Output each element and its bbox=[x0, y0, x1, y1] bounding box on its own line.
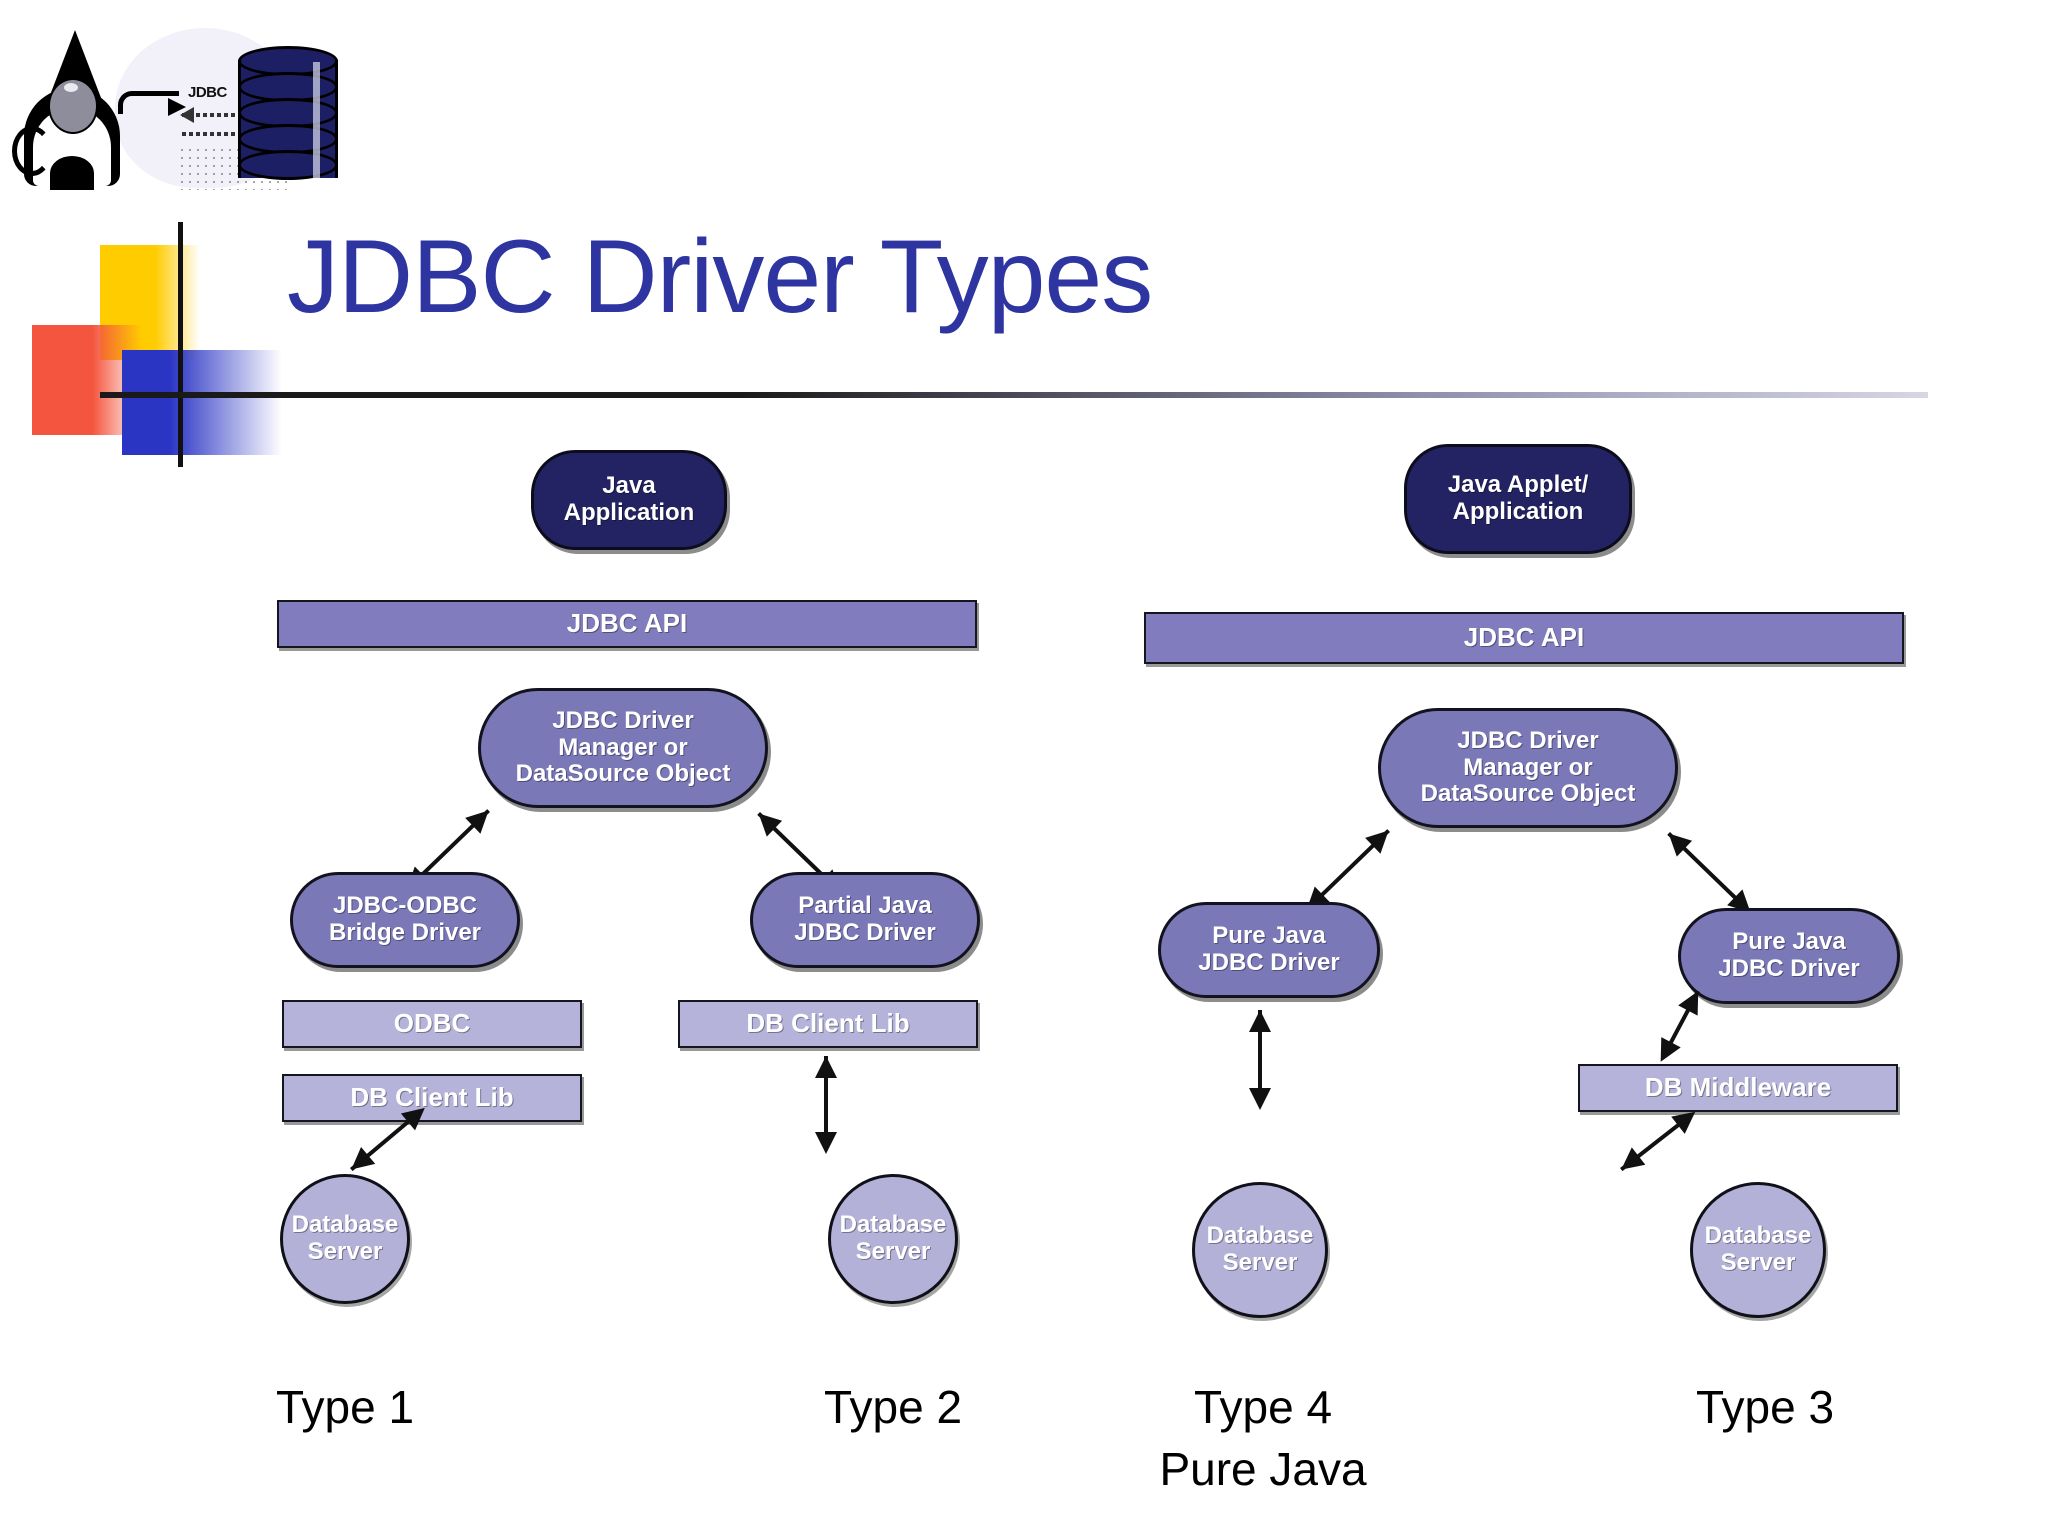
duke-eye-icon bbox=[48, 78, 98, 134]
node-line-3: DataSource Object bbox=[515, 760, 731, 788]
node-line-1: Database bbox=[1206, 1222, 1314, 1250]
node-line-1: Java Applet/ bbox=[1447, 471, 1589, 499]
node-database-server-type2: Database Server bbox=[828, 1174, 958, 1304]
node-line-1: Database bbox=[1704, 1222, 1812, 1250]
jdbc-cable-icon bbox=[118, 91, 179, 114]
node-database-server-type4: Database Server bbox=[1192, 1182, 1328, 1318]
node-line-2: Application bbox=[563, 499, 695, 526]
clipart-arrow-left-icon bbox=[180, 107, 262, 123]
bar-label: JDBC API bbox=[1463, 622, 1585, 653]
jdbc-driver-types-diagram: Java Application JDBC API JDBC Driver Ma… bbox=[0, 420, 2048, 1536]
node-line-1: JDBC Driver bbox=[552, 706, 694, 734]
bar-db-client-lib-left: DB Client Lib bbox=[282, 1074, 582, 1122]
node-line-1: Pure Java bbox=[1212, 922, 1326, 950]
bar-odbc: ODBC bbox=[282, 1000, 582, 1048]
node-line-2: Server bbox=[1720, 1249, 1796, 1276]
node-java-application: Java Application bbox=[531, 450, 727, 550]
node-line-1: Pure Java bbox=[1732, 928, 1846, 956]
node-partial-java-jdbc-driver: Partial Java JDBC Driver bbox=[750, 872, 980, 968]
node-line-2: JDBC Driver bbox=[1198, 949, 1340, 976]
node-database-server-type1: Database Server bbox=[280, 1174, 410, 1304]
node-line-1: JDBC-ODBC bbox=[333, 892, 477, 920]
cylinder-ring bbox=[238, 150, 338, 180]
node-database-server-type3: Database Server bbox=[1690, 1182, 1826, 1318]
database-cylinder-icon bbox=[238, 46, 338, 188]
node-line-2: Server bbox=[307, 1238, 383, 1265]
bar-label: DB Client Lib bbox=[746, 1008, 910, 1039]
decor-square-blue bbox=[122, 350, 282, 455]
bar-label: DB Client Lib bbox=[350, 1082, 514, 1113]
bar-label: ODBC bbox=[393, 1008, 471, 1039]
node-java-applet-application: Java Applet/ Application bbox=[1404, 444, 1632, 554]
slide-header: JDBC JDBC Driver Types bbox=[0, 0, 2048, 467]
node-line-1: Database bbox=[839, 1211, 947, 1239]
bar-jdbc-api-left: JDBC API bbox=[277, 600, 977, 648]
cylinder-highlight bbox=[313, 62, 320, 178]
node-line-2: Manager or bbox=[1463, 753, 1593, 781]
decor-vertical-line bbox=[178, 222, 183, 467]
bar-label: JDBC API bbox=[566, 608, 688, 639]
type-label-4-subtitle: Pure Java bbox=[1159, 1443, 1367, 1495]
page-title: JDBC Driver Types bbox=[287, 219, 1153, 335]
duke-belly-notch-icon bbox=[50, 156, 94, 190]
node-line-2: Bridge Driver bbox=[328, 919, 482, 946]
node-line-1: Partial Java bbox=[798, 892, 932, 920]
node-line-1: Database bbox=[291, 1211, 399, 1239]
node-jdbc-odbc-bridge-driver: JDBC-ODBC Bridge Driver bbox=[290, 872, 520, 968]
type-label-2: Type 2 bbox=[823, 1381, 963, 1433]
node-pure-java-jdbc-driver-type4: Pure Java JDBC Driver bbox=[1158, 902, 1380, 998]
title-underline-rule bbox=[100, 392, 1928, 398]
node-line-2: JDBC Driver bbox=[1718, 955, 1860, 982]
type-label-4: Type 4 bbox=[1193, 1381, 1333, 1433]
node-driver-manager-right: JDBC Driver Manager or DataSource Object bbox=[1378, 708, 1678, 828]
node-line-2: Manager or bbox=[558, 733, 688, 761]
bar-db-client-lib-right: DB Client Lib bbox=[678, 1000, 978, 1048]
bar-jdbc-api-right: JDBC API bbox=[1144, 612, 1904, 664]
duke-arm-icon bbox=[12, 126, 52, 176]
node-line-2: Application bbox=[1452, 498, 1584, 525]
node-line-2: Server bbox=[1222, 1249, 1298, 1276]
node-line-3: DataSource Object bbox=[1420, 780, 1636, 808]
node-driver-manager-left: JDBC Driver Manager or DataSource Object bbox=[478, 688, 768, 808]
type-label-1: Type 1 bbox=[275, 1381, 415, 1433]
jdbc-duke-database-clipart: JDBC bbox=[10, 28, 340, 190]
node-line-2: Server bbox=[855, 1238, 931, 1265]
node-pure-java-jdbc-driver-type3: Pure Java JDBC Driver bbox=[1678, 908, 1900, 1004]
clipart-jdbc-label: JDBC bbox=[188, 84, 227, 101]
bar-label: DB Middleware bbox=[1644, 1072, 1832, 1103]
cylinder-ring bbox=[238, 124, 338, 154]
type-label-3: Type 3 bbox=[1695, 1381, 1835, 1433]
node-line-1: Java bbox=[602, 472, 656, 500]
bar-db-middleware: DB Middleware bbox=[1578, 1064, 1898, 1112]
node-line-1: JDBC Driver bbox=[1457, 726, 1599, 754]
node-line-2: JDBC Driver bbox=[794, 919, 936, 946]
